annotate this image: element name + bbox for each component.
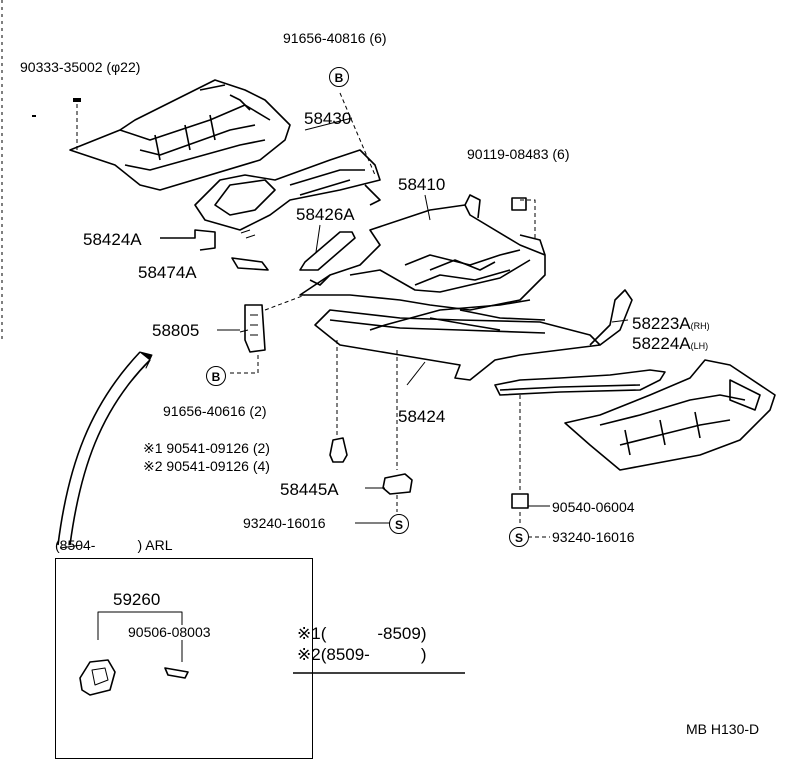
label-90506: 90506-08003 bbox=[128, 624, 211, 640]
label-58410: 58410 bbox=[398, 175, 446, 194]
label-90540: 90540-06004 bbox=[552, 499, 635, 515]
crossmember-58430 bbox=[194, 149, 381, 231]
part-90506 bbox=[164, 667, 189, 679]
frame-58424 bbox=[314, 299, 601, 381]
label-58223A: 58223A(RH) bbox=[632, 314, 710, 333]
label-90541-2: ※2 90541-09126 (4) bbox=[143, 458, 270, 474]
label-58445A: 58445A bbox=[280, 480, 339, 499]
marker-b-top: B bbox=[329, 67, 349, 87]
label-91656-40816: 91656-40816 (6) bbox=[283, 30, 387, 46]
label-90119: 90119-08483 (6) bbox=[467, 146, 570, 162]
label-58424: 58424 bbox=[398, 407, 446, 426]
part-59260 bbox=[79, 659, 116, 696]
label-59260: 59260 bbox=[113, 590, 161, 609]
label-58224A: 58224A(LH) bbox=[632, 334, 709, 353]
floor-58410 bbox=[299, 194, 546, 311]
label-90333: 90333-35002 (φ22) bbox=[20, 59, 141, 75]
pad-58426A bbox=[299, 231, 356, 271]
note-1: ※1( -8509) bbox=[297, 624, 427, 643]
label-58424A: 58424A bbox=[83, 230, 142, 249]
label-58474A: 58474A bbox=[138, 263, 197, 282]
bracket-58424A bbox=[160, 229, 216, 251]
note-2: ※2(8509- ) bbox=[297, 645, 427, 664]
label-58805: 58805 bbox=[152, 321, 200, 340]
cushion-58445A bbox=[382, 473, 413, 495]
marker-b-left: B bbox=[206, 366, 226, 386]
marker-s-left: S bbox=[389, 514, 409, 534]
diagram-code: MB H130-D bbox=[686, 721, 760, 737]
rail-58224A bbox=[494, 369, 666, 396]
cushion-90541 bbox=[329, 437, 348, 463]
rear-floor-pan-lower bbox=[564, 359, 776, 471]
label-58430: 58430 bbox=[304, 109, 352, 128]
arrow bbox=[69, 359, 151, 546]
label-90541-1: ※1 90541-09126 (2) bbox=[143, 440, 270, 456]
cushion-90540 bbox=[511, 493, 529, 509]
rail-58223A bbox=[589, 289, 633, 346]
label-91656-40616: 91656-40616 (2) bbox=[163, 403, 267, 419]
label-58426A: 58426A bbox=[296, 205, 355, 224]
label-93240-left: 93240-16016 bbox=[243, 515, 326, 531]
marker-s-right: S bbox=[509, 527, 529, 547]
rear-floor-pan-upper bbox=[69, 79, 291, 191]
inset-box bbox=[55, 558, 313, 759]
bracket-58474A bbox=[231, 257, 269, 271]
label-93240-right: 93240-16016 bbox=[552, 529, 635, 545]
bracket-58805 bbox=[244, 304, 266, 353]
label-inset-header: (8504- ) ARL bbox=[55, 537, 173, 553]
